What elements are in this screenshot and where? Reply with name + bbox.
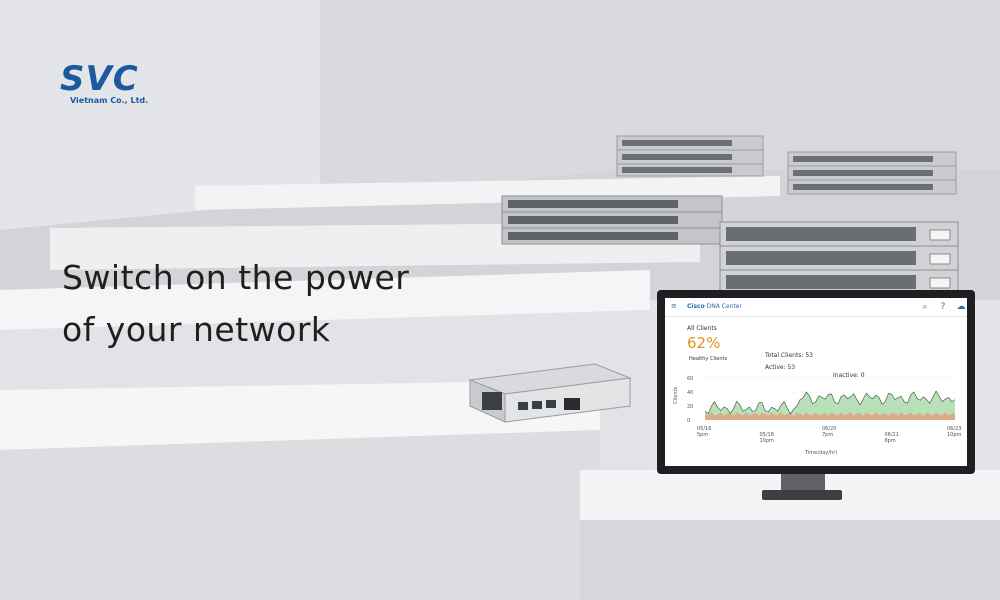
x-tick-date: 06/23	[947, 426, 961, 432]
healthy-area	[705, 391, 955, 420]
compact-switch	[468, 363, 632, 423]
poor-area	[705, 412, 955, 420]
active-clients: Active: 53	[765, 364, 796, 371]
y-tick-label: 20	[687, 404, 693, 410]
app-title: Cisco DNA Center	[687, 303, 742, 310]
cloud-icon[interactable]: ☁	[956, 302, 966, 312]
app-title-name: DNA Center	[706, 303, 742, 310]
x-tick-time: 10pm	[760, 438, 775, 444]
switch-stack-top	[616, 135, 764, 177]
svc-logo: SVC Vietnam Co., Ltd.	[60, 62, 170, 106]
y-tick-label: 0	[687, 418, 690, 424]
healthy-percent: 62%	[687, 334, 721, 352]
total-clients: Total Clients: 53	[765, 352, 813, 359]
headline: Switch on the power of your network	[62, 252, 502, 356]
app-title-brand: Cisco	[687, 303, 705, 310]
monitor-base	[762, 490, 842, 500]
percent-caption: Healthy Clients	[689, 356, 728, 362]
x-tick-date: 06/21	[885, 432, 899, 438]
switch-stack-middle	[501, 195, 723, 245]
y-tick-label: 60	[687, 376, 693, 382]
y-tick-label: 40	[687, 390, 693, 396]
logo-subtitle: Vietnam Co., Ltd.	[70, 96, 149, 105]
inactive-clients: Inactive: 0	[833, 372, 865, 379]
search-icon[interactable]: ⌕	[922, 302, 928, 312]
logo-mark: SVC	[60, 59, 139, 99]
help-icon[interactable]: ?	[940, 302, 946, 312]
switch-stack-right	[787, 151, 957, 195]
x-tick-time: 5pm	[697, 432, 708, 438]
x-tick-time: 10pm	[947, 432, 962, 438]
switch-stack-large	[719, 221, 959, 295]
x-tick-date: 05/16	[697, 426, 711, 432]
section-label: All Clients	[687, 325, 717, 332]
dashboard-screen: ≡ Cisco DNA Center ⌕ ? ☁ All Clients 62%…	[665, 298, 967, 466]
headline-line-2: of your network	[62, 310, 331, 349]
y-axis-label: Clients	[673, 387, 679, 404]
x-tick-date: 05/18	[760, 432, 774, 438]
x-tick-time: 7pm	[822, 432, 833, 438]
app-header: ≡ Cisco DNA Center ⌕ ? ☁	[665, 298, 967, 317]
x-axis-label: Time(day/hr)	[804, 450, 837, 456]
monitor: ≡ Cisco DNA Center ⌕ ? ☁ All Clients 62%…	[657, 290, 975, 474]
x-tick-time: 8pm	[885, 438, 896, 444]
total-line	[704, 390, 956, 415]
x-tick-date: 06/20	[822, 426, 836, 432]
menu-icon[interactable]: ≡	[671, 302, 677, 310]
headline-line-1: Switch on the power	[62, 258, 410, 297]
